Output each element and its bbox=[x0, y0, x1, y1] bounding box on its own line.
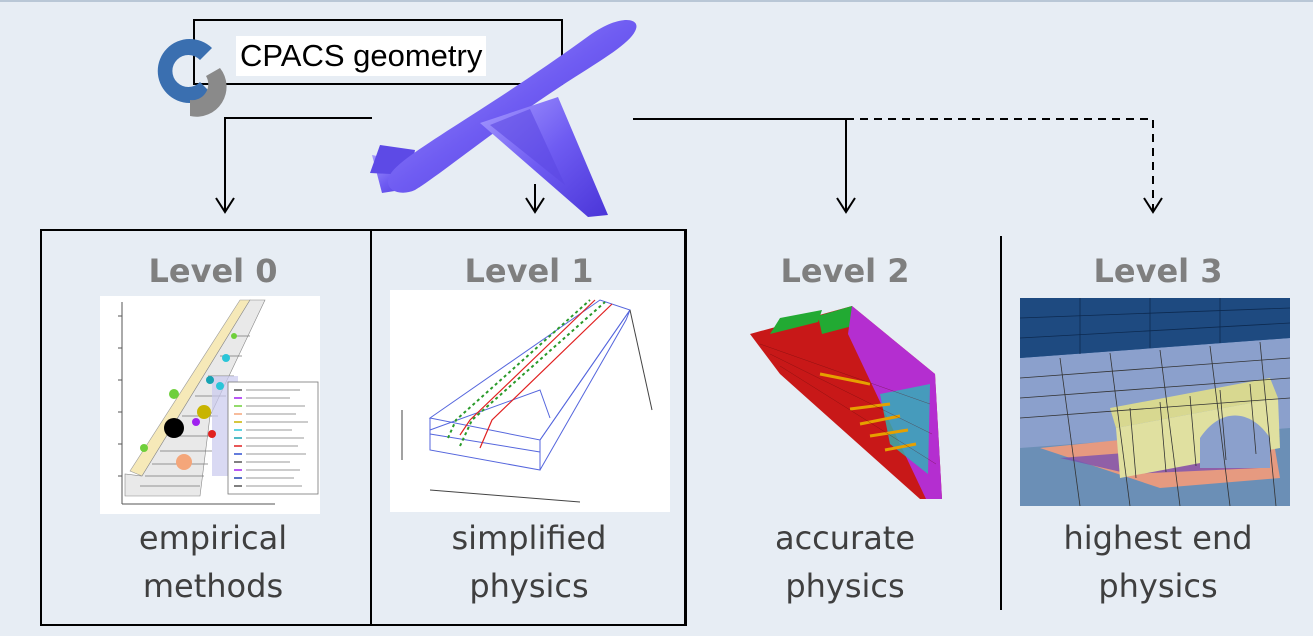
level-1-caption: simplified physics bbox=[452, 514, 607, 610]
level-1-caption-line1: simplified bbox=[451, 519, 607, 557]
level-3-caption: highest end physics bbox=[1063, 514, 1252, 610]
empirical-wing-chart-icon bbox=[100, 296, 320, 514]
arrowhead-level-3 bbox=[1143, 197, 1163, 214]
level-2-title: Level 2 bbox=[780, 252, 910, 290]
level-3-title: Level 3 bbox=[1093, 252, 1223, 290]
fem-wing-mesh-icon bbox=[750, 306, 942, 499]
top-rule bbox=[0, 0, 1313, 2]
level-1-caption-line2: physics bbox=[469, 567, 589, 605]
arrowhead-level-0 bbox=[215, 197, 235, 214]
dashed-arrow-to-level-3 bbox=[846, 118, 1154, 212]
level-0-caption: empirical methods bbox=[139, 514, 287, 610]
arrowhead-level-1 bbox=[525, 197, 545, 214]
cpacs-logo-icon bbox=[157, 39, 227, 117]
levels-0-1-frame bbox=[40, 229, 687, 626]
cpacs-geometry-label: CPACS geometry bbox=[236, 36, 487, 76]
level-2-caption-line1: accurate bbox=[774, 519, 916, 557]
level-3-caption-line1: highest end bbox=[1063, 519, 1253, 557]
wing-beam-model-icon bbox=[390, 290, 670, 512]
arrowhead-level-2 bbox=[836, 197, 856, 214]
level-0-title: Level 0 bbox=[148, 252, 278, 290]
level-2-caption: accurate physics bbox=[775, 514, 915, 610]
level-1-title: Level 1 bbox=[464, 252, 594, 290]
level-0-caption-line1: empirical bbox=[138, 519, 288, 557]
level-2-caption-line2: physics bbox=[785, 567, 905, 605]
level-3-caption-line2: physics bbox=[1098, 567, 1218, 605]
level-0-caption-line2: methods bbox=[142, 567, 284, 605]
arrow-to-level-0 bbox=[224, 117, 372, 212]
arrow-to-level-2 bbox=[633, 118, 847, 212]
level-divider-0-1 bbox=[370, 231, 372, 624]
airplane-icon bbox=[370, 19, 637, 217]
detailed-structure-mesh-icon bbox=[1020, 298, 1290, 506]
level-divider-2-3 bbox=[1000, 236, 1002, 610]
